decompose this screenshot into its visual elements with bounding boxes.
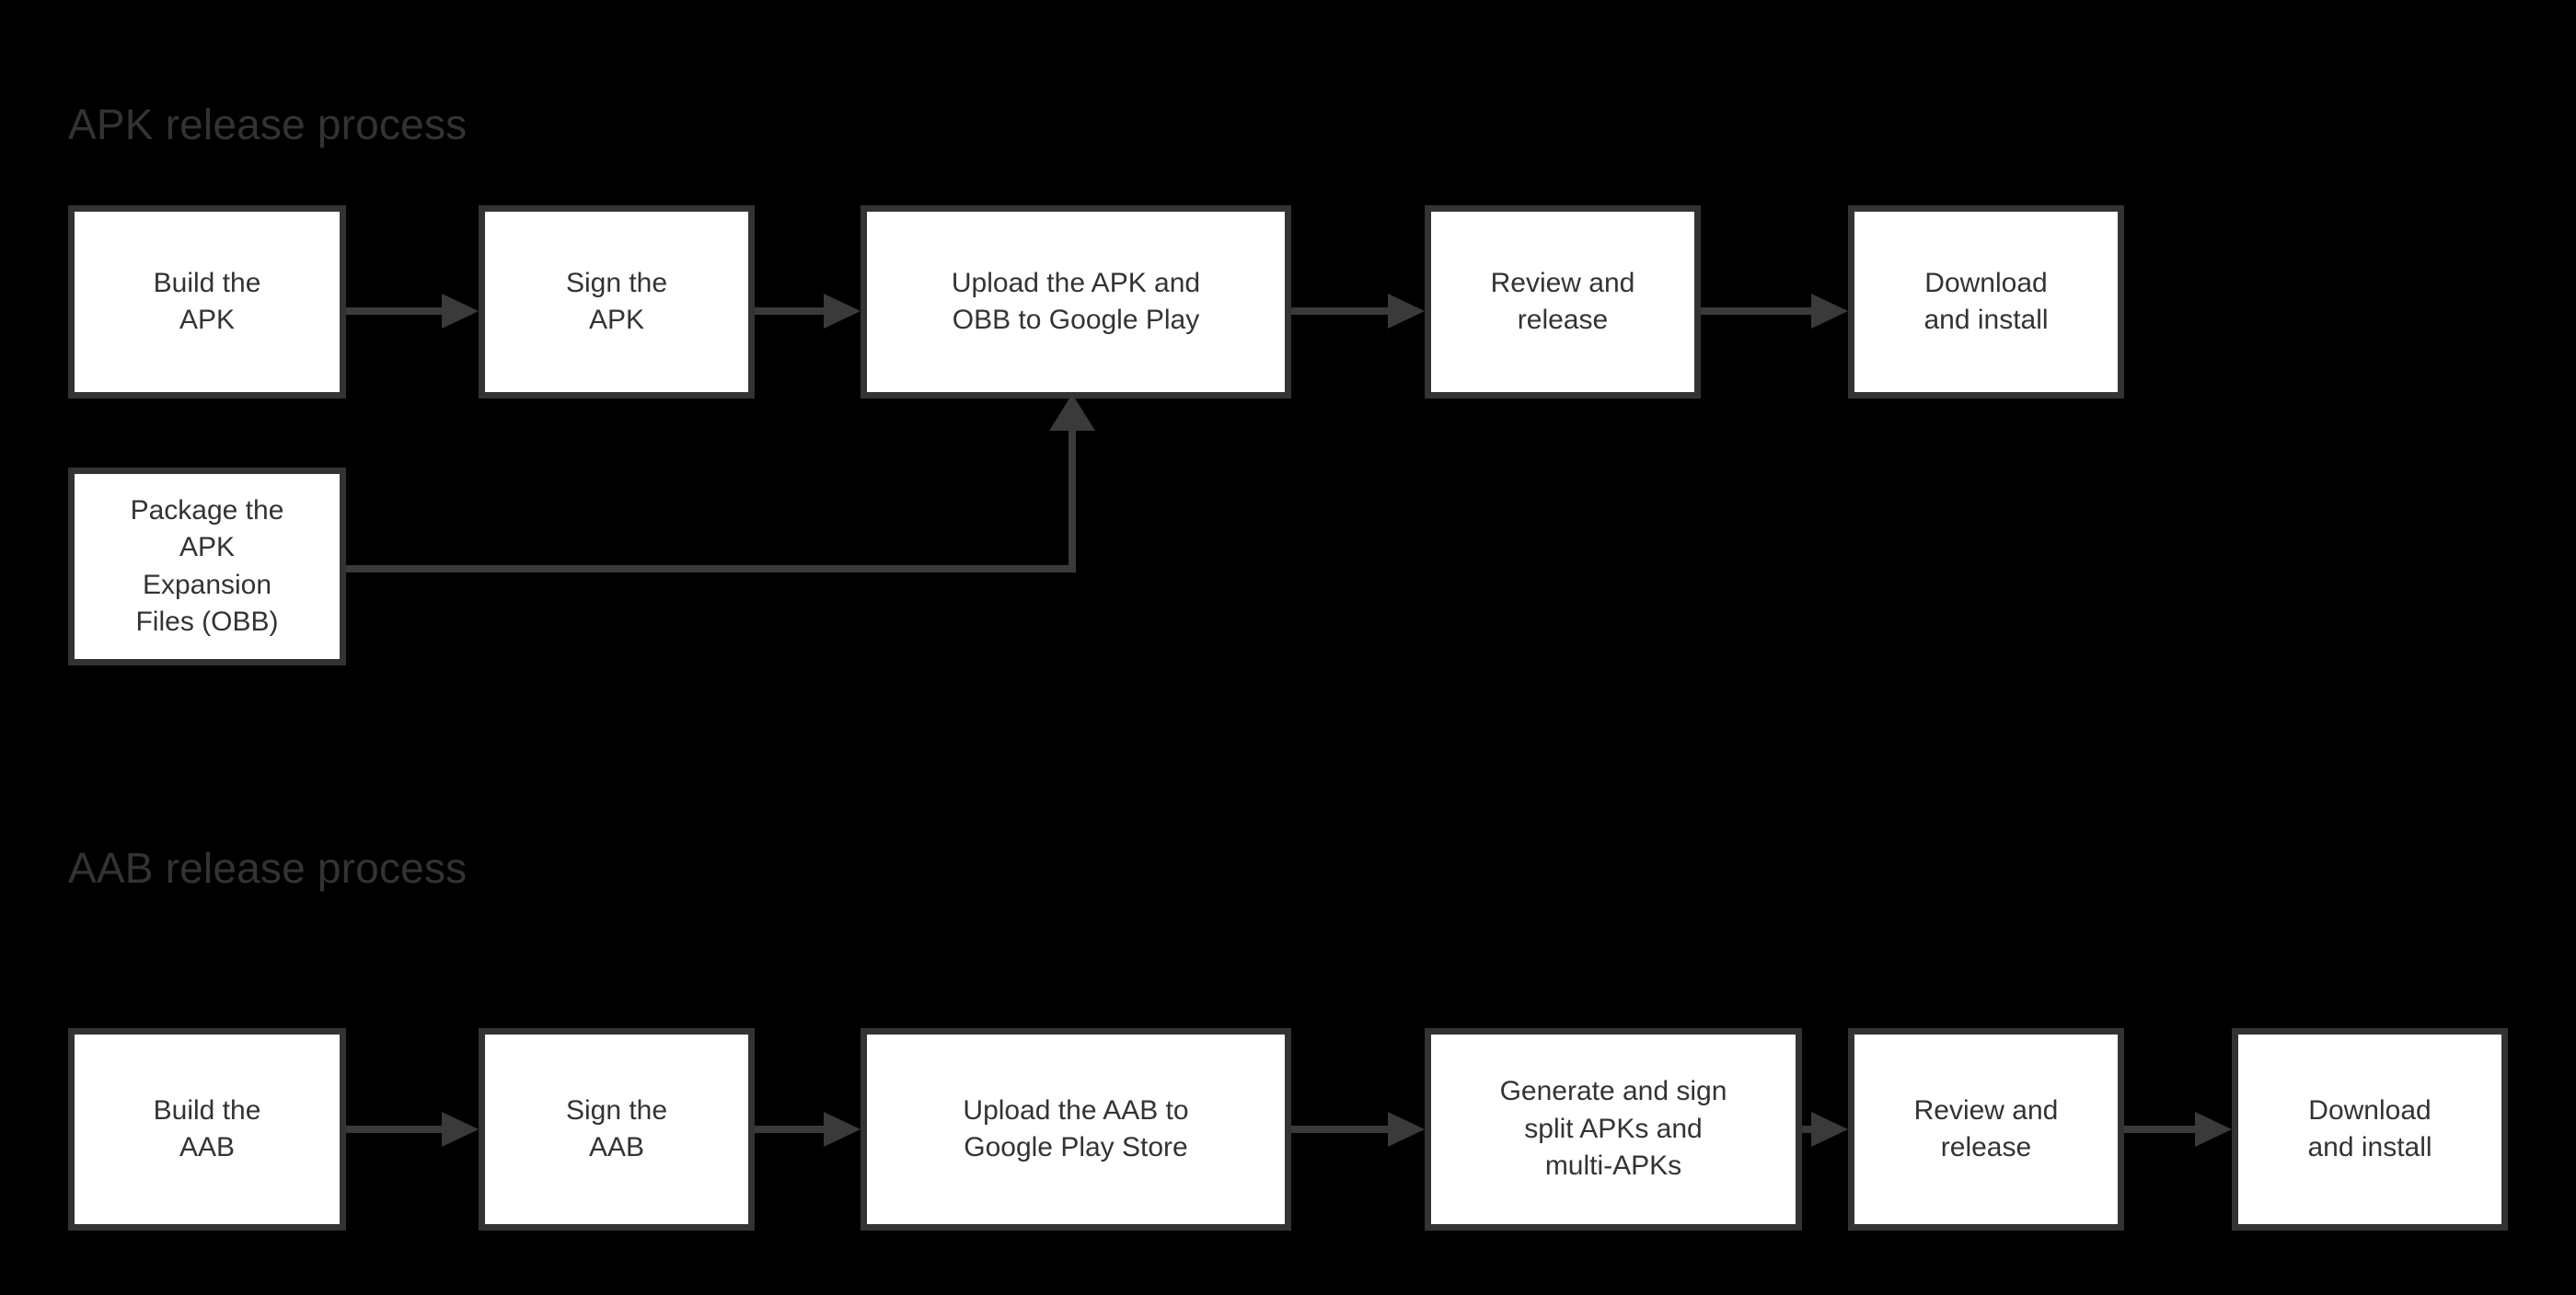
edge-apk-review-to-download	[1701, 283, 1848, 339]
node-aab-review[interactable]: Review and release	[1848, 1028, 2124, 1231]
edge-apk-sign-to-upload	[755, 283, 861, 339]
node-aab-build[interactable]: Build the AAB	[68, 1028, 346, 1231]
node-apk-download[interactable]: Download and install	[1848, 205, 2124, 399]
edge-aab-upload-to-generate	[1291, 1102, 1425, 1157]
edge-aab-generate-to-review	[1802, 1102, 1848, 1157]
node-apk-sign[interactable]: Sign the APK	[479, 205, 755, 399]
node-label: Upload the AAB to Google Play Store	[963, 1094, 1189, 1163]
node-aab-download[interactable]: Download and install	[2232, 1028, 2508, 1231]
section-title-aab: AAB release process	[68, 844, 468, 892]
node-apk-obb[interactable]: Package the APK Expansion Files (OBB)	[68, 468, 346, 665]
node-aab-upload[interactable]: Upload the AAB to Google Play Store	[861, 1028, 1291, 1231]
node-label: Download and install	[2307, 1094, 2432, 1163]
node-aab-sign[interactable]: Sign the AAB	[479, 1028, 755, 1231]
section-title-apk: APK release process	[68, 100, 468, 148]
node-label: Sign the APK	[565, 267, 668, 336]
edge-apk-build-to-sign	[346, 283, 479, 339]
node-apk-upload[interactable]: Upload the APK and OBB to Google Play	[861, 205, 1291, 399]
node-label: Review and release	[1913, 1094, 2059, 1163]
node-label: Upload the APK and OBB to Google Play	[951, 267, 1201, 336]
node-label: Sign the AAB	[565, 1094, 668, 1163]
edge-apk-obb-to-upload	[346, 387, 1110, 598]
node-label: Download and install	[1923, 267, 2049, 336]
edge-aab-review-to-download	[2124, 1102, 2232, 1157]
edge-aab-build-to-sign	[346, 1102, 479, 1157]
node-label: Review and release	[1490, 267, 1635, 336]
node-label: Build the APK	[153, 267, 261, 336]
edge-apk-upload-to-review	[1291, 283, 1425, 339]
node-aab-generate[interactable]: Generate and sign split APKs and multi-A…	[1425, 1028, 1802, 1231]
node-apk-build[interactable]: Build the APK	[68, 205, 346, 399]
node-apk-review[interactable]: Review and release	[1425, 205, 1701, 399]
node-label: Generate and sign split APKs and multi-A…	[1499, 1076, 1727, 1182]
node-label: Package the APK Expansion Files (OBB)	[130, 494, 284, 638]
node-label: Build the AAB	[153, 1094, 261, 1163]
edge-aab-sign-to-upload	[755, 1102, 861, 1157]
